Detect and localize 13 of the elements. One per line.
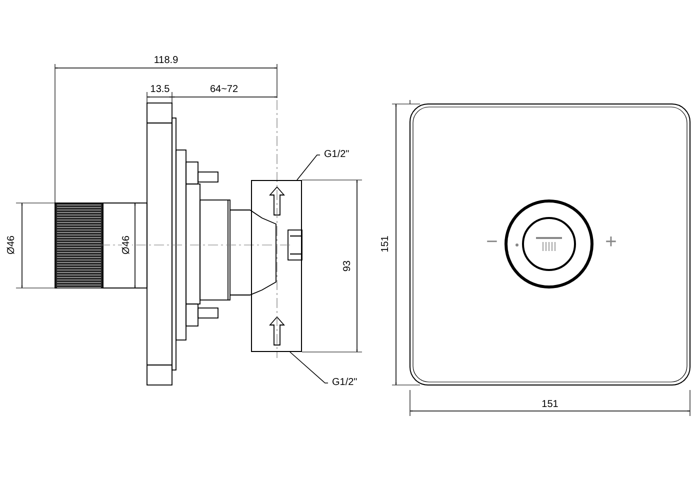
thread-label: G1/2" — [320, 147, 360, 163]
dimension-label: Ø46 — [7, 234, 17, 256]
dimension-label: 151 — [540, 400, 560, 410]
dimension-label: 93 — [343, 259, 353, 273]
dimension-label: 13.5 — [149, 85, 171, 95]
leader-line — [290, 352, 328, 384]
dimension-label: 118.9 — [152, 56, 180, 66]
dimension-label: Ø46 — [122, 234, 132, 256]
dimension-label: 151 — [381, 234, 391, 254]
valve-housing — [251, 180, 302, 352]
dimension-label: 64~72 — [208, 85, 240, 95]
leader-line — [296, 154, 320, 180]
thread-label: G1/2" — [328, 375, 368, 391]
